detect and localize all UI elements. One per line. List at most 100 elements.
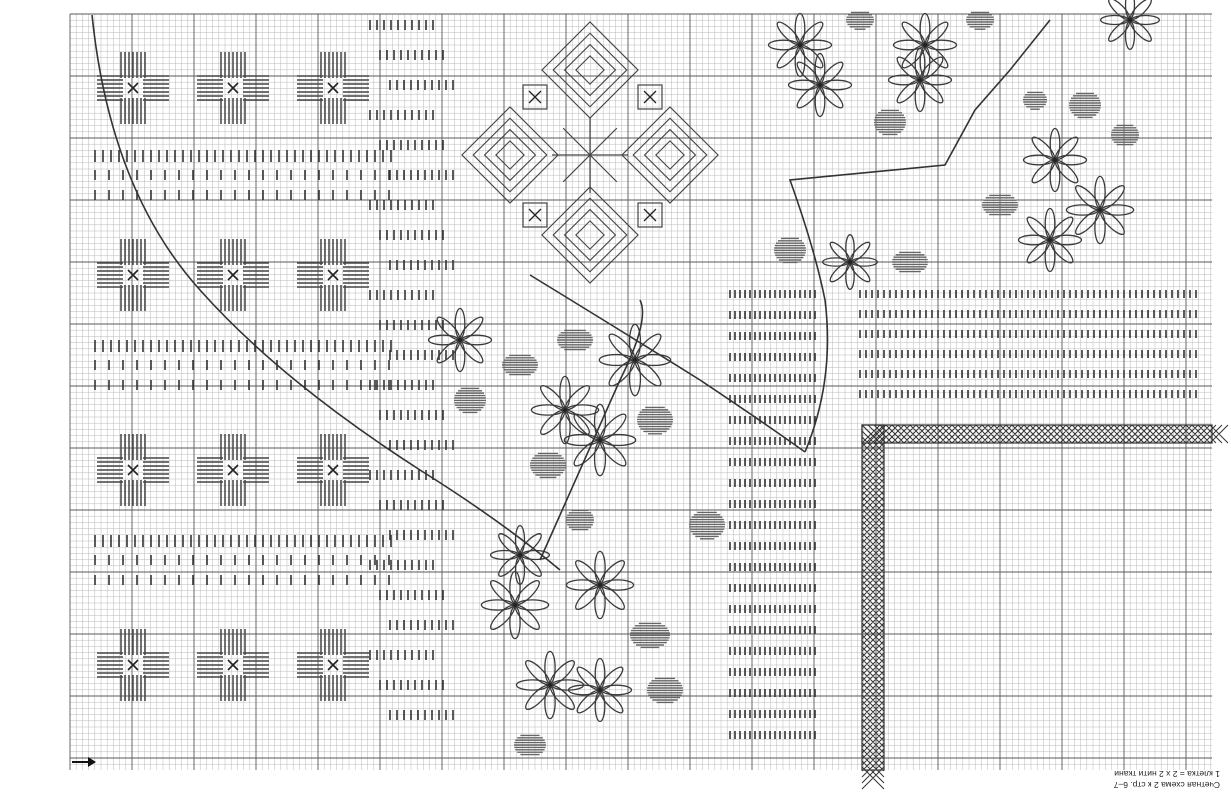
- diag-band-12: [369, 380, 434, 390]
- diag-band-20: [389, 620, 454, 630]
- diag-band-13: [379, 410, 444, 420]
- daisy-flower-16: [1099, 0, 1161, 51]
- top-right-band-5: [859, 390, 1197, 398]
- lattice-border: [861, 424, 1229, 790]
- snowflake-ray-7: [589, 127, 618, 156]
- cross-motif-1-2: [297, 239, 369, 311]
- diag-band-23: [389, 710, 454, 720]
- daisy-flower-8: [567, 657, 633, 723]
- right-col-9: [729, 479, 816, 487]
- dash-row-c-0: [94, 190, 390, 200]
- right-col-21: [729, 731, 816, 739]
- cross-motifs: [97, 52, 369, 701]
- right-col-0: [729, 290, 816, 298]
- cross-motif-2-2: [297, 434, 369, 506]
- right-col-4: [729, 374, 816, 382]
- right-col-18: [729, 668, 816, 676]
- diag-band-10: [379, 320, 444, 330]
- diag-band-4: [379, 140, 444, 150]
- diag-band-9: [369, 290, 434, 300]
- cross-motif-2-1: [197, 434, 269, 506]
- dash-row-2: [94, 535, 392, 547]
- right-col-13: [729, 563, 816, 571]
- cross-motif-2-0: [97, 434, 169, 506]
- diag-band-7: [379, 230, 444, 240]
- right-col-20: [729, 710, 816, 718]
- snowflake-diamond-1: [461, 106, 559, 204]
- satin-block-13: [1069, 92, 1101, 119]
- dash-row-c-1: [94, 380, 390, 390]
- dash-row-b-1: [94, 360, 390, 370]
- satin-block-10: [774, 237, 806, 264]
- satin-block-4: [566, 509, 594, 531]
- snowflake-box-3: [637, 202, 663, 228]
- daisy-flower-0: [427, 307, 493, 373]
- satin-block-3: [689, 511, 725, 540]
- daisy-flower-6: [565, 550, 635, 620]
- satin-block-12: [874, 109, 906, 136]
- top-right-band-4: [859, 370, 1197, 378]
- caption-line-title: Счетная схема 2 к стр. 6–7: [1113, 780, 1220, 790]
- diag-band-8: [389, 260, 454, 270]
- daisy-flower-9: [767, 12, 833, 78]
- diag-band-18: [369, 560, 434, 570]
- satin-block-11: [892, 251, 928, 273]
- hatch-stitch-blocks: [94, 20, 1197, 739]
- daisy-flower-13: [1022, 127, 1088, 193]
- satin-block-8: [647, 677, 683, 704]
- snowflake-ray-3: [562, 154, 591, 183]
- start-arrow-icon: [72, 757, 96, 767]
- outline-curves: [91, 14, 1051, 571]
- right-col-17: [729, 647, 816, 655]
- satin-block-0: [454, 387, 486, 414]
- satin-fill-blocks: [454, 11, 1139, 756]
- diag-band-16: [379, 500, 444, 510]
- chart-caption: Счетная схема 2 к стр. 6–7 1 клетка = 2 …: [1040, 768, 1220, 790]
- satin-block-18: [1023, 91, 1047, 110]
- daisy-flower-2: [530, 375, 600, 445]
- snowflake-box-2: [522, 202, 548, 228]
- cross-motif-1-0: [97, 239, 169, 311]
- cross-motif-1-1: [197, 239, 269, 311]
- cross-motif-0-2: [297, 52, 369, 124]
- snowflake-diamond-3: [541, 186, 639, 284]
- cross-motif-3-0: [97, 629, 169, 701]
- top-right-band-3: [859, 350, 1197, 358]
- diag-band-6: [369, 200, 434, 210]
- right-col-14: [729, 584, 816, 592]
- snowflake-box-1: [637, 84, 663, 110]
- snowflake-motif: [461, 21, 719, 284]
- top-right-band-0: [859, 290, 1197, 298]
- satin-block-9: [514, 734, 546, 756]
- right-col-2: [729, 332, 816, 340]
- cross-motif-0-1: [197, 52, 269, 124]
- satin-block-7: [630, 622, 670, 649]
- satin-block-15: [1111, 124, 1139, 146]
- top-right-band-2: [859, 330, 1197, 338]
- dash-row-c-2: [94, 575, 390, 585]
- right-col-8: [729, 458, 816, 466]
- cross-motif-3-2: [297, 629, 369, 701]
- snowflake-diamond-2: [621, 106, 719, 204]
- right-col-1: [729, 311, 816, 319]
- satin-block-1: [637, 406, 673, 435]
- daisy-flower-11: [787, 52, 853, 118]
- daisy-flower-14: [1065, 175, 1135, 245]
- right-col-3: [729, 353, 816, 361]
- diag-band-1: [379, 50, 444, 60]
- satin-block-17: [846, 11, 874, 30]
- right-col-15: [729, 605, 816, 613]
- daisy-flower-3: [563, 403, 637, 477]
- cross-motif-0-0: [97, 52, 169, 124]
- right-col-5: [729, 395, 816, 403]
- top-right-band-1: [859, 310, 1197, 318]
- snowflake-ray-5: [562, 127, 591, 156]
- satin-block-14: [982, 194, 1018, 216]
- snowflake-box-0: [522, 84, 548, 110]
- diag-band-5: [389, 170, 454, 180]
- lattice-border-left: [861, 424, 885, 790]
- daisy-flower-12: [887, 47, 953, 113]
- diag-band-21: [369, 650, 434, 660]
- diag-band-17: [389, 530, 454, 540]
